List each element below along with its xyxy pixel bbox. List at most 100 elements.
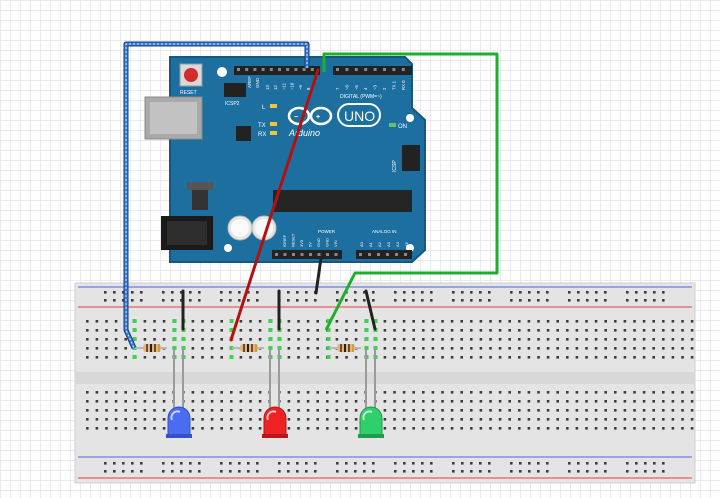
breadboard-hole — [140, 299, 143, 302]
breadboard-hole — [633, 400, 636, 403]
breadboard-hole — [430, 470, 433, 473]
breadboard-hole — [189, 291, 192, 294]
connected-hole — [373, 346, 378, 350]
breadboard-hole — [489, 338, 492, 341]
breadboard-hole — [604, 400, 607, 403]
connected-hole — [268, 319, 273, 323]
wire-green[interactable] — [322, 52, 499, 331]
breadboard-hole — [626, 470, 629, 473]
digital-pin-label: 13 — [265, 85, 270, 90]
breadboard-hole — [256, 462, 259, 465]
breadboard-hole — [105, 338, 108, 341]
breadboard-hole — [131, 291, 134, 294]
breadboard-hole — [114, 329, 118, 332]
connected-hole — [268, 328, 273, 332]
breadboard-hole — [681, 391, 684, 394]
breadboard-hole — [345, 400, 348, 403]
breadboard-hole — [585, 347, 588, 350]
breadboard-hole — [585, 400, 588, 403]
tx-led — [270, 122, 277, 126]
breadboard-hole — [479, 329, 483, 332]
breadboard-hole — [383, 400, 387, 403]
breadboard-hole — [585, 418, 588, 421]
breadboard-hole — [518, 427, 521, 430]
breadboard-hole — [412, 356, 415, 359]
breadboard-hole — [345, 470, 348, 473]
breadboard-hole — [354, 291, 357, 294]
breadboard-hole — [258, 356, 262, 359]
breadboard-hole — [518, 409, 521, 412]
breadboard-hole — [626, 291, 629, 294]
breadboard-hole — [508, 418, 511, 421]
breadboard-hole — [546, 291, 549, 294]
breadboard-hole — [566, 391, 569, 394]
breadboard-hole — [402, 320, 406, 323]
wire-black-gnd[interactable] — [314, 256, 323, 295]
breadboard-hole — [354, 338, 358, 341]
breadboard-hole — [297, 347, 300, 350]
breadboard-hole — [470, 329, 473, 332]
breadboard-hole — [450, 320, 454, 323]
digital-header-left — [234, 66, 320, 75]
breadboard-hole — [546, 409, 550, 412]
breadboard-hole — [238, 470, 241, 473]
breadboard-hole — [230, 427, 233, 430]
breadboard-hole — [489, 347, 492, 350]
breadboard-hole — [363, 291, 366, 294]
breadboard-hole — [210, 356, 214, 359]
digital-pin-holes — [237, 68, 405, 71]
wire-black-led3[interactable] — [364, 289, 377, 331]
breadboard-hole — [546, 470, 549, 473]
breadboard-hole — [180, 299, 183, 302]
breadboard-hole — [662, 400, 665, 403]
breadboard-hole — [488, 470, 491, 473]
tx-led-label: TX — [258, 123, 266, 129]
breadboard-hole — [326, 400, 329, 403]
breadboard-hole — [220, 338, 223, 341]
header-pin — [392, 68, 396, 71]
reset-button-cap[interactable] — [184, 68, 198, 82]
wire-blue[interactable] — [123, 41, 310, 350]
breadboard-hole — [306, 400, 310, 403]
breadboard-hole — [336, 291, 339, 294]
breadboard-hole — [153, 329, 156, 332]
breadboard-hole — [441, 391, 444, 394]
breadboard-hole — [508, 427, 511, 430]
breadboard-hole — [498, 347, 502, 350]
breadboard-hole — [345, 356, 348, 359]
breadboard-hole — [614, 347, 617, 350]
breadboard-hole — [585, 427, 588, 430]
breadboard-hole — [114, 347, 118, 350]
connected-hole — [326, 319, 331, 323]
on-led — [389, 123, 396, 127]
breadboard-hole — [191, 338, 195, 341]
breadboard-hole — [162, 299, 165, 302]
breadboard-hole — [470, 409, 473, 412]
digital-pin-label: ~6 — [344, 84, 349, 90]
breadboard-hole — [86, 409, 89, 412]
breadboard-hole — [105, 391, 108, 394]
header-pin — [245, 68, 249, 71]
breadboard-hole — [662, 347, 665, 350]
wire-red[interactable] — [229, 68, 320, 342]
breadboard-hole — [594, 320, 598, 323]
breadboard-hole — [508, 356, 511, 359]
breadboard-hole — [586, 462, 589, 465]
breadboard-hole — [626, 299, 629, 302]
header-pin — [302, 68, 306, 71]
breadboard-hole — [662, 427, 665, 430]
icsp-header — [402, 145, 420, 171]
breadboard-hole — [479, 299, 482, 302]
breadboard-hole — [470, 470, 473, 473]
uno-text: UNO — [344, 108, 375, 124]
breadboard-hole — [681, 329, 684, 332]
breadboard-hole — [566, 356, 569, 359]
breadboard-hole — [412, 418, 415, 421]
breadboard-hole — [431, 347, 435, 350]
breadboard-hole — [402, 329, 406, 332]
breadboard-hole — [556, 391, 559, 394]
breadboard-hole — [671, 400, 675, 403]
breadboard-hole — [604, 329, 607, 332]
breadboard-hole — [258, 320, 262, 323]
breadboard-hole — [278, 470, 281, 473]
